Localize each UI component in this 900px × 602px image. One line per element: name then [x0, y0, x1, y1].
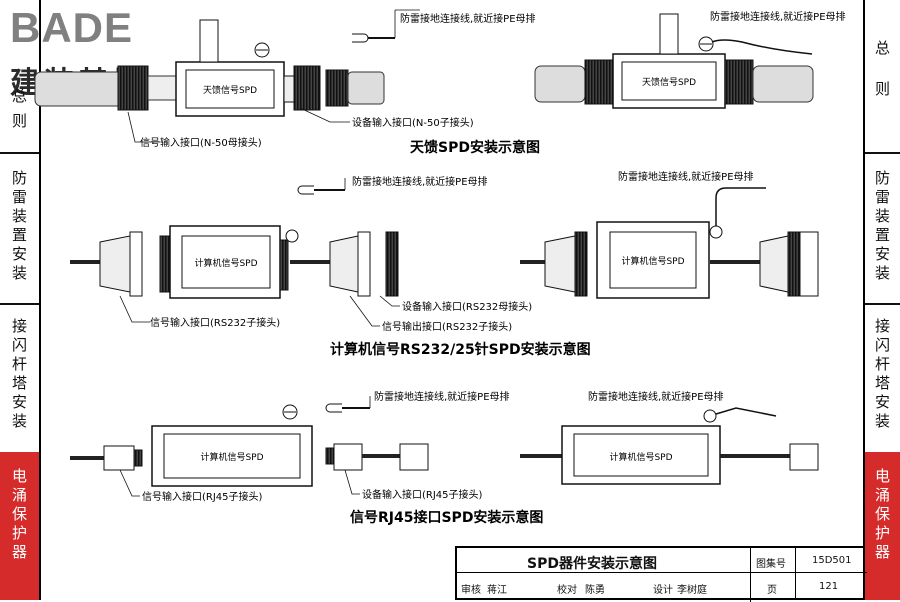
feeder-ground-label: 防雷接地连接线,就近接PE母排	[400, 12, 536, 25]
rj45-caption: 信号RJ45接口SPD安装示意图	[350, 509, 543, 526]
feeder-ground-label: 防雷接地连接线,就近接PE母排	[710, 10, 846, 23]
page-number: 121	[819, 581, 839, 592]
rs232-input-label: 信号输入接口(RS232子接头)	[150, 316, 280, 329]
design-label: 设计	[653, 585, 673, 596]
right-nav-label: 总则	[873, 40, 891, 122]
title-block-rule	[795, 548, 796, 600]
designer-name: 李树庭	[677, 585, 707, 596]
right-nav-item-air-terminal[interactable]: 接闪杆塔安装	[865, 318, 900, 448]
atlas-number-label: 图集号	[756, 559, 786, 570]
left-nav-label: 防雷装置安装	[10, 170, 28, 284]
right-nav-label: 防雷装置安装	[873, 170, 891, 284]
page-label: 页	[767, 585, 777, 596]
feeder-spd-right: 天馈信号SPD 防雷接地连接线,就近接PE母排	[534, 10, 846, 109]
feeder-spd-label: 天馈信号SPD	[203, 84, 257, 96]
rs232-spd-right: 计算机信号SPD 防雷接地连接线,就近接PE母排	[520, 170, 819, 299]
left-nav-label: 电涌保护器	[10, 468, 28, 563]
feeder-spd-left: 天馈信号SPD 防雷接地连接线,就近接PE母排 信号输入接口(N-50母接头) …	[34, 9, 536, 149]
atlas-number: 15D501	[812, 555, 852, 566]
right-nav-item-lightning-device[interactable]: 防雷装置安装	[865, 170, 900, 300]
check-label: 校对	[557, 585, 577, 596]
rj45-spd-label: 计算机信号SPD	[200, 451, 263, 463]
rs232-device-label: 设备输入接口(RS232母接头)	[402, 300, 532, 313]
feeder-input-label: 信号输入接口(N-50母接头)	[140, 136, 262, 149]
feeder-spd-label: 天馈信号SPD	[642, 76, 696, 88]
left-nav-label: 接闪杆塔安装	[10, 318, 28, 432]
drawing-title: SPD器件安装示意图	[527, 556, 657, 572]
right-divider	[865, 152, 900, 154]
rs232-spd-left: 计算机信号SPD 防雷接地连接线,就近接PE母排 信号输入接口(RS232子接头…	[70, 175, 532, 333]
right-nav-item-surge-protector[interactable]: 电涌保护器	[865, 452, 900, 600]
brand-logo-text: BADE	[10, 4, 134, 51]
rj45-spd-label: 计算机信号SPD	[609, 451, 672, 463]
right-nav-label: 电涌保护器	[873, 468, 891, 563]
title-block-rule	[457, 572, 867, 573]
rs232-spd-label: 计算机信号SPD	[621, 255, 684, 267]
rj45-spd-right: 计算机信号SPD 防雷接地连接线,就近接PE母排	[520, 390, 819, 485]
rs232-ground-label: 防雷接地连接线,就近接PE母排	[352, 175, 488, 188]
rs232-caption: 计算机信号RS232/25针SPD安装示意图	[330, 341, 591, 358]
checker-name: 陈勇	[585, 585, 605, 596]
review-label: 审核	[461, 585, 481, 596]
drawing-frame	[39, 0, 865, 600]
title-block: SPD器件安装示意图 图集号 15D501 审核 蒋江 校对 陈勇 设计 李树庭…	[455, 546, 867, 602]
rs232-output-label: 信号输出接口(RS232子接头)	[382, 320, 512, 333]
right-nav-item-general[interactable]: 总则	[865, 40, 900, 150]
title-block-rule	[750, 548, 751, 602]
right-divider	[865, 303, 900, 305]
reviewer-name: 蒋江	[487, 585, 507, 596]
rs232-spd-label: 计算机信号SPD	[194, 257, 257, 269]
left-divider	[0, 152, 39, 154]
rj45-ground-label: 防雷接地连接线,就近接PE母排	[588, 390, 724, 403]
rj45-spd-left: 计算机信号SPD 防雷接地连接线,就近接PE母排 信号输入接口(RJ45子接头)…	[70, 390, 510, 503]
feeder-device-label: 设备输入接口(N-50子接头)	[352, 116, 474, 129]
left-divider	[0, 303, 39, 305]
rj45-input-label: 信号输入接口(RJ45子接头)	[142, 490, 263, 503]
left-nav-item-lightning-device[interactable]: 防雷装置安装	[0, 170, 39, 300]
left-nav-item-air-terminal[interactable]: 接闪杆塔安装	[0, 318, 39, 448]
rs232-ground-label: 防雷接地连接线,就近接PE母排	[618, 170, 754, 183]
right-nav-label: 接闪杆塔安装	[873, 318, 891, 432]
left-nav-item-surge-protector[interactable]: 电涌保护器	[0, 452, 39, 600]
left-nav-label: 总则	[10, 88, 28, 138]
feeder-caption: 天馈SPD安装示意图	[410, 139, 540, 156]
left-nav-item-general[interactable]: 总则	[0, 88, 39, 147]
rj45-device-label: 设备输入接口(RJ45子接头)	[362, 488, 483, 501]
rj45-ground-label: 防雷接地连接线,就近接PE母排	[374, 390, 510, 403]
